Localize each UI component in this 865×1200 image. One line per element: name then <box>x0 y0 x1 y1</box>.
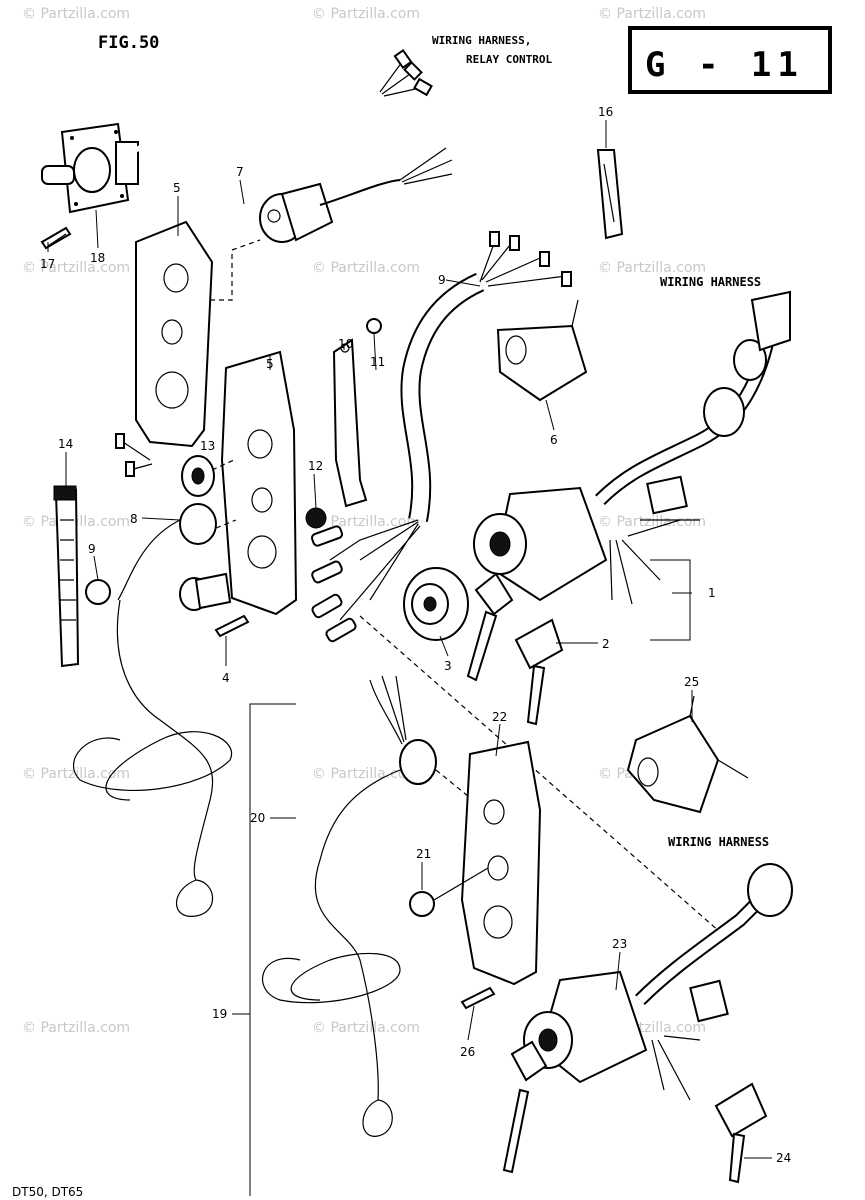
callout-23: 23 <box>612 937 627 951</box>
title-relay-line1: WIRING HARNESS, <box>432 34 531 47</box>
key-24 <box>714 1082 768 1184</box>
watermark: © Partzilla.com <box>22 1020 130 1036</box>
callout-14: 14 <box>58 437 73 451</box>
watermark: © Partzilla.com <box>312 766 420 782</box>
watermark: © Partzilla.com <box>312 1020 420 1036</box>
grommet-13 <box>181 455 235 497</box>
page-code-box <box>628 26 832 94</box>
bracket-25 <box>626 695 749 814</box>
callout-1: 1 <box>708 586 716 600</box>
footer-models: DT50, DT65 <box>12 1185 83 1199</box>
callout-6: 6 <box>550 433 558 447</box>
screw-17 <box>40 226 72 250</box>
cap-21 <box>409 867 489 917</box>
callout-3: 3 <box>444 659 452 673</box>
callout-20: 20 <box>250 811 265 825</box>
watermark: © Partzilla.com <box>598 260 706 276</box>
callout-16: 16 <box>598 105 613 119</box>
watermark: © Partzilla.com <box>598 514 706 530</box>
tie-strap-14 <box>53 485 80 668</box>
callout-24: 24 <box>776 1151 791 1165</box>
callout-13: 13 <box>200 439 215 453</box>
grommet-12 <box>305 507 327 529</box>
callout-5b: 5 <box>266 357 274 371</box>
cap-9 <box>85 579 111 605</box>
callout-4: 4 <box>222 671 230 685</box>
callout-10: 10 <box>338 337 353 351</box>
ignition-switch-23 <box>502 863 793 1174</box>
relay-control-switch <box>41 49 433 214</box>
watermark: © Partzilla.com <box>312 6 420 22</box>
callout-19: 19 <box>212 1007 227 1021</box>
callout-2: 2 <box>602 637 610 651</box>
panel-plate-5-top <box>135 220 261 448</box>
callout-5a: 5 <box>173 181 181 195</box>
screw-11 <box>366 318 382 334</box>
callouts: 1 2 3 4 5 5 6 7 8 9 9 10 11 12 13 14 16 … <box>40 105 791 1165</box>
clip-16 <box>596 149 624 240</box>
harness-tube-9 <box>310 231 572 643</box>
callout-18: 18 <box>90 251 105 265</box>
callout-17: 17 <box>40 257 55 271</box>
ignition-switch-1 <box>473 290 791 641</box>
title-wiring-harness-top: WIRING HARNESS <box>660 275 761 289</box>
screw-4 <box>214 614 250 638</box>
watermark: © Partzilla.com <box>312 514 420 530</box>
switch-cover-3 <box>403 567 469 641</box>
callout-9-left: 9 <box>88 542 96 556</box>
callout-25: 25 <box>684 675 699 689</box>
stop-switch-8 <box>73 433 237 917</box>
key-2 <box>466 572 564 726</box>
strap-10 <box>332 338 368 508</box>
bracket-6 <box>496 299 588 402</box>
figure-label: FIG.50 <box>98 33 159 53</box>
callout-22: 22 <box>492 710 507 724</box>
watermark: © Partzilla.com <box>22 260 130 276</box>
panel-plate-5-middle <box>220 350 298 616</box>
panel-plate-22 <box>460 740 542 986</box>
watermark: © Partzilla.com <box>22 6 130 22</box>
watermark: © Partzilla.com <box>312 260 420 276</box>
title-wiring-harness-bottom: WIRING HARNESS <box>668 835 769 849</box>
callout-9-right: 9 <box>438 273 446 287</box>
watermark: © Partzilla.com <box>598 6 706 22</box>
page-code: G - 11 <box>645 45 804 85</box>
callout-7: 7 <box>236 165 244 179</box>
reference-line <box>359 615 721 933</box>
stop-switch-20 <box>249 675 491 1196</box>
pushbutton-switch <box>179 572 232 611</box>
callout-21: 21 <box>416 847 431 861</box>
switch-7 <box>259 147 453 243</box>
callout-8: 8 <box>130 512 138 526</box>
callout-12: 12 <box>308 459 323 473</box>
callout-26: 26 <box>460 1045 475 1059</box>
title-relay-line2: RELAY CONTROL <box>466 53 552 66</box>
callout-11: 11 <box>370 355 385 369</box>
screw-26 <box>460 986 496 1010</box>
